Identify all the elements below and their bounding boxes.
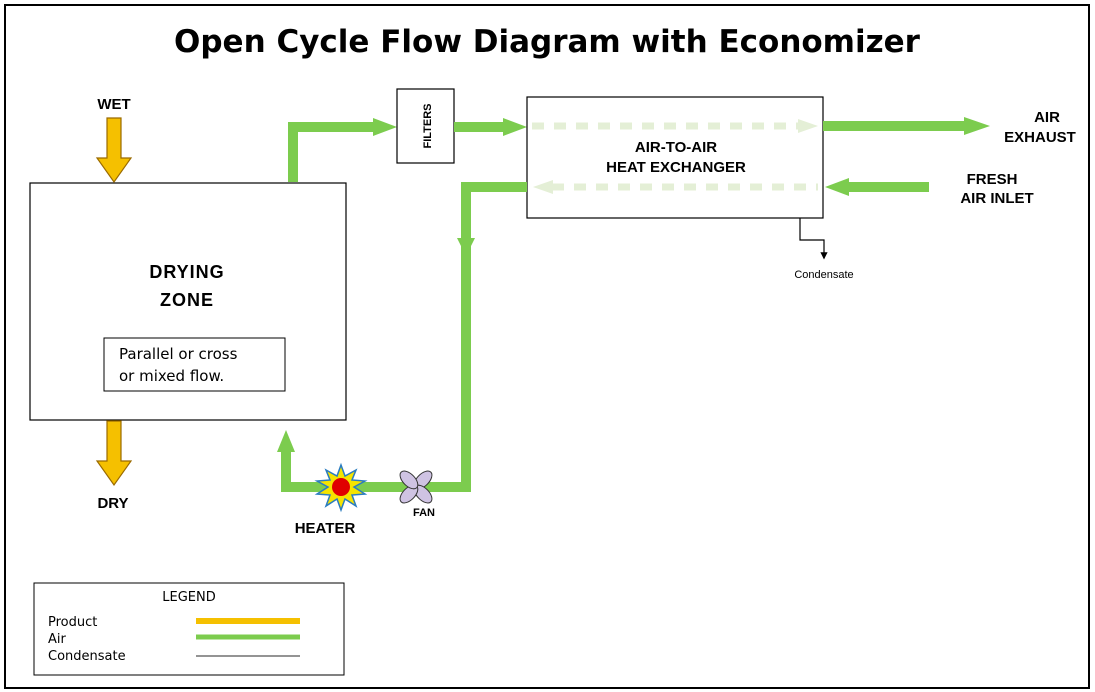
fresh-air-label-1: FRESH: [967, 171, 1018, 188]
air-return-down-arrow: [457, 238, 475, 256]
hx-internal-return-arrow: [533, 180, 553, 194]
fan-label: FAN: [413, 507, 435, 519]
wet-label: WET: [97, 96, 130, 113]
legend: LEGEND Product Air Condensate: [33, 582, 345, 676]
air-exhaust-arrow: [964, 117, 990, 135]
dry-label: DRY: [97, 495, 128, 512]
air-arrow-into-filters: [373, 118, 397, 136]
air-arrow-into-hx: [503, 118, 527, 136]
wet-product-arrow: [95, 117, 133, 184]
fan-icon: [399, 470, 433, 504]
drying-zone-label-1: DRYING: [149, 262, 224, 282]
air-exhaust-label-2: EXHAUST: [1004, 129, 1076, 146]
air-arrow-into-drying-zone: [277, 430, 295, 452]
diagram-title: Open Cycle Flow Diagram with Economizer: [174, 24, 921, 60]
hx-internal-exhaust-arrow: [798, 119, 818, 133]
legend-label-air: Air: [48, 632, 67, 647]
fresh-air-label-2: AIR INLET: [960, 190, 1033, 207]
dry-product-arrow: [95, 420, 133, 487]
legend-title: LEGEND: [162, 590, 215, 605]
filters-label: FILTERS: [422, 103, 434, 148]
heat-exchanger-box: [526, 96, 824, 219]
flow-note-line-1: Parallel or cross: [119, 345, 238, 363]
condensate-line: [799, 218, 828, 260]
hx-label-2: HEAT EXCHANGER: [606, 159, 746, 176]
legend-label-condensate: Condensate: [48, 649, 126, 664]
heater-icon: [314, 462, 368, 513]
flow-note-line-2: or mixed flow.: [119, 367, 224, 385]
legend-label-product: Product: [48, 615, 97, 630]
drying-zone-label-2: ZONE: [160, 290, 214, 310]
air-exhaust-label-1: AIR: [1034, 109, 1060, 126]
condensate-label: Condensate: [794, 269, 853, 281]
fresh-air-arrow: [825, 178, 849, 196]
heater-label: HEATER: [295, 520, 356, 537]
flow-note-box: [103, 337, 286, 392]
air-line-return-loop: [281, 182, 527, 492]
hx-label-1: AIR-TO-AIR: [635, 139, 717, 156]
diagram-frame: [4, 4, 1090, 689]
air-line-zone-to-filters: [288, 122, 375, 182]
